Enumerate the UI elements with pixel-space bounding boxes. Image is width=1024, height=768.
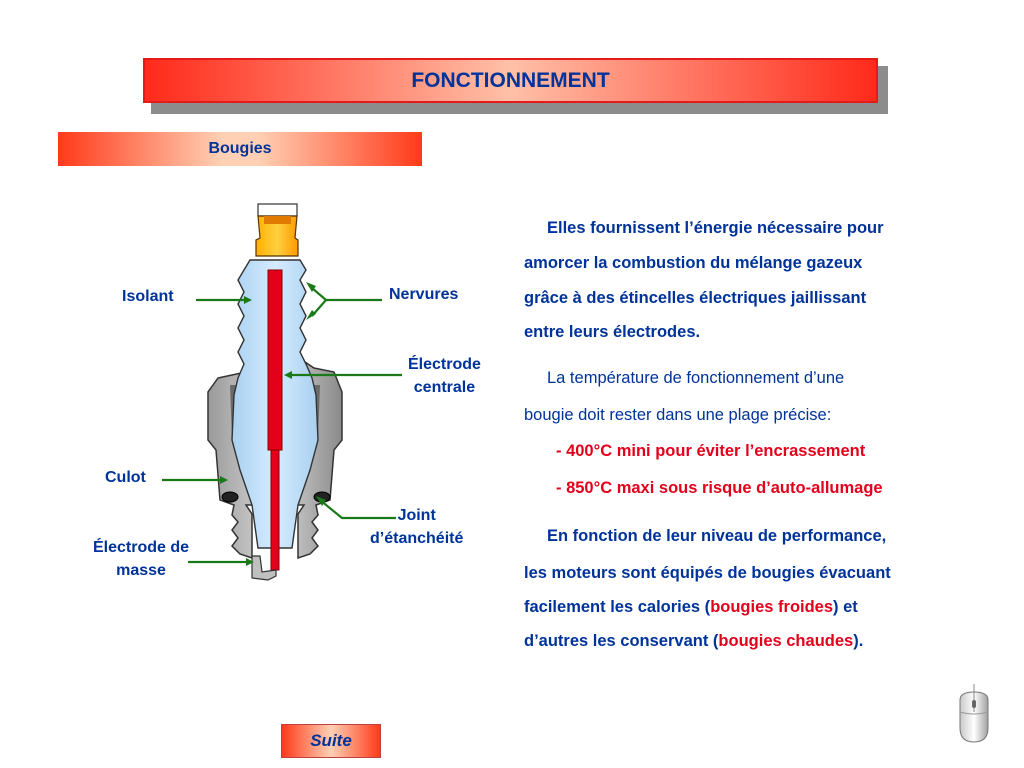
paragraph-1-line3: grâce à des étincelles électriques jaill… [524, 289, 867, 307]
label-electrode-centrale-line2: centrale [413, 379, 476, 396]
bougies-froides: bougies froides [710, 598, 834, 616]
ground-electrode [251, 555, 277, 581]
mouse-icon[interactable] [956, 684, 992, 746]
bullet-850c: - 850°C maxi sous risque d’auto-allumage [556, 479, 883, 497]
paragraph-3-line2: les moteurs sont équipés de bougies évac… [524, 564, 891, 582]
label-joint: Joint d’étanchéité [370, 504, 463, 550]
paragraph-3-line3-a: facilement les calories ( [524, 598, 711, 616]
bullet-400c: - 400°C mini pour éviter l’encrassement [556, 442, 866, 460]
label-isolant: Isolant [122, 288, 174, 305]
label-electrode-masse: Électrode de masse [93, 536, 189, 582]
paragraph-1-line2: amorcer la combustion du mélange gazeux [524, 254, 863, 272]
bougies-chaudes: bougies chaudes [718, 632, 854, 650]
paragraph-1-line4: entre leurs électrodes. [524, 323, 701, 341]
paragraph-3-line4-b: ). [853, 632, 864, 650]
label-culot: Culot [105, 469, 146, 486]
label-electrode-centrale-line1: Électrode [408, 356, 481, 373]
paragraph-3-line1: En fonction de leur niveau de performanc… [547, 527, 887, 545]
paragraph-2-line1: La température de fonctionnement d’une [547, 369, 845, 387]
label-joint-line1: Joint [397, 507, 436, 524]
label-nervures: Nervures [389, 286, 459, 303]
paragraph-3-line4-a: d’autres les conservant ( [524, 632, 719, 650]
paragraph-2-line2: bougie doit rester dans une plage précis… [524, 406, 832, 424]
suite-button[interactable]: Suite [281, 724, 381, 758]
leader-lines [162, 282, 402, 566]
central-electrode [267, 269, 283, 571]
label-electrode-centrale: Électrode centrale [408, 353, 481, 399]
paragraph-3-line3: facilement les calories (bougies froides… [524, 598, 858, 617]
label-electrode-masse-line2: masse [116, 562, 166, 579]
label-joint-line2: d’étanchéité [370, 530, 464, 547]
page-title: FONCTIONNEMENT [143, 58, 878, 103]
paragraph-3-line3-b: ) et [833, 598, 858, 616]
section-subtitle: Bougies [58, 132, 422, 166]
paragraph-1-line1: Elles fournissent l’énergie nécessaire p… [547, 219, 884, 237]
paragraph-3-line4: d’autres les conservant (bougies chaudes… [524, 632, 863, 651]
label-electrode-masse-line1: Électrode de [93, 539, 190, 556]
terminal-nut [255, 203, 299, 257]
